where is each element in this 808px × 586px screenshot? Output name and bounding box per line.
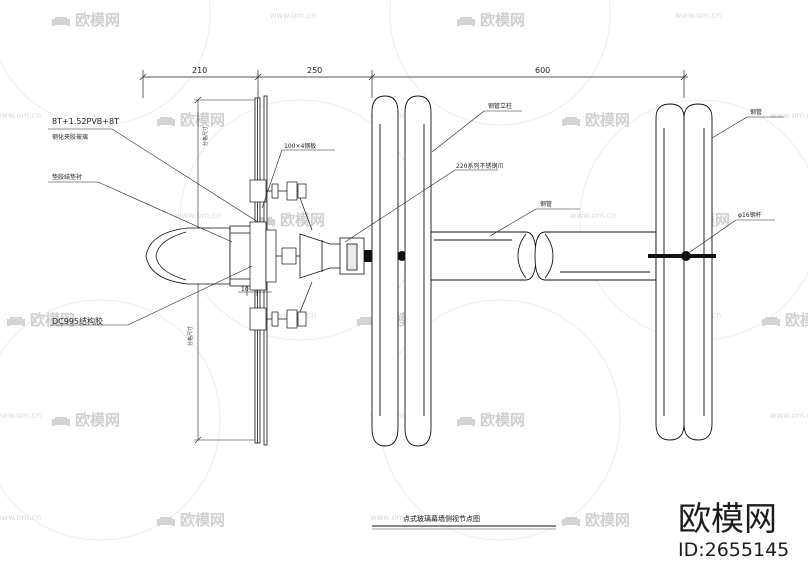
svg-text:欧模网: 欧模网 [480, 11, 525, 29]
svg-text:欧模网: 欧模网 [585, 111, 630, 129]
steel-column-middle [371, 95, 432, 447]
label-steel-plate: 100×4钢板 [284, 142, 316, 150]
lower-bolt [249, 281, 313, 331]
watermark-layer: 欧模网 欧模网 欧模网 欧模网 欧模网 欧模网 欧模网 欧模网 [0, 11, 808, 529]
label-glass-spec: 8T+1.52PVB+8T [52, 117, 119, 126]
center-bolt [249, 221, 300, 291]
label-glass-type: 钢化夹胶玻璃 [52, 133, 88, 141]
sofa-icon [357, 317, 375, 326]
dimension-10: 10 [241, 286, 249, 293]
watermark-url: www.om.cn [570, 211, 616, 220]
steel-column-right [655, 103, 713, 441]
brand-corner: 欧模网 ID:2655145 [678, 499, 789, 561]
sealant-joint [145, 225, 256, 287]
horizontal-steel-pipe [430, 231, 657, 281]
watermark-url: www.om.cn [675, 11, 721, 20]
watermark-url: www.om.cn [270, 11, 316, 20]
watermark: 欧模网 [562, 511, 630, 529]
drawing-title-block: 点式玻璃幕墙侧视节点图 [372, 514, 556, 530]
label-steel-pipe-right: 钢管 [750, 108, 762, 116]
label-steel-pin: φ16钢杆 [738, 211, 762, 219]
watermark: 欧模网 [457, 11, 525, 29]
watermark-url: www.om.cn [0, 513, 41, 522]
watermark-url: www.om.cn [770, 411, 808, 420]
watermark-url: www.om.cn [370, 513, 416, 522]
dimension-250: 250 [307, 66, 322, 75]
svg-text:欧模网: 欧模网 [480, 411, 525, 429]
watermark: 欧模网 [762, 311, 808, 329]
watermark-url: www.om.cn [770, 111, 808, 120]
sofa-icon [562, 517, 580, 526]
label-steel-pipe-mid: 钢管 [540, 200, 552, 208]
grid-size-lower: 分格尺寸 [187, 326, 194, 346]
brand-id: ID:2655145 [678, 539, 789, 561]
label-sealant-strip: 垫胶结垫衬 [52, 173, 82, 181]
svg-text:欧模网: 欧模网 [75, 411, 120, 429]
svg-text:欧模网: 欧模网 [75, 11, 120, 29]
watermark-url: www.om.cn [0, 411, 41, 420]
sofa-icon [157, 517, 175, 526]
svg-text:欧模网: 欧模网 [785, 311, 808, 329]
dimension-600: 600 [535, 66, 550, 75]
sofa-icon [562, 117, 580, 126]
grid-size-upper: 分格尺寸 [202, 126, 209, 146]
sofa-icon [457, 417, 475, 426]
sofa-icon [157, 117, 175, 126]
drawing-title: 点式玻璃幕墙侧视节点图 [403, 514, 480, 523]
watermark-url: www.om.cn [0, 111, 41, 120]
label-spider-bolt: 220系列不锈钢爪 [456, 162, 503, 170]
sofa-icon [762, 317, 780, 326]
spider-fitting [299, 233, 365, 279]
label-steel-column: 钢管立柱 [488, 102, 512, 110]
svg-text:欧模网: 欧模网 [30, 311, 75, 329]
svg-text:欧模网: 欧模网 [180, 111, 225, 129]
label-dc995: DC995结构胶 [52, 316, 103, 326]
svg-text:欧模网: 欧模网 [180, 511, 225, 529]
sofa-icon [457, 17, 475, 26]
svg-text:欧模网: 欧模网 [585, 511, 630, 529]
watermark: 欧模网 [7, 311, 75, 329]
top-dimension-chain [139, 70, 688, 98]
watermark: 欧模网 [562, 111, 630, 129]
right-pin [648, 251, 716, 261]
brand-name: 欧模网 [678, 499, 777, 538]
watermark: 欧模网 [52, 411, 120, 429]
sofa-icon [7, 317, 25, 326]
leader-lines [48, 110, 784, 326]
dimension-210: 210 [192, 66, 207, 75]
watermark: 欧模网 [52, 11, 120, 29]
watermark: 欧模网 [157, 111, 225, 129]
upper-bolt [249, 179, 313, 231]
sofa-icon [52, 417, 70, 426]
sofa-icon [52, 17, 70, 26]
watermark: 欧模网 [457, 411, 525, 429]
svg-text:欧模网: 欧模网 [280, 211, 325, 229]
watermark: 欧模网 [157, 511, 225, 529]
